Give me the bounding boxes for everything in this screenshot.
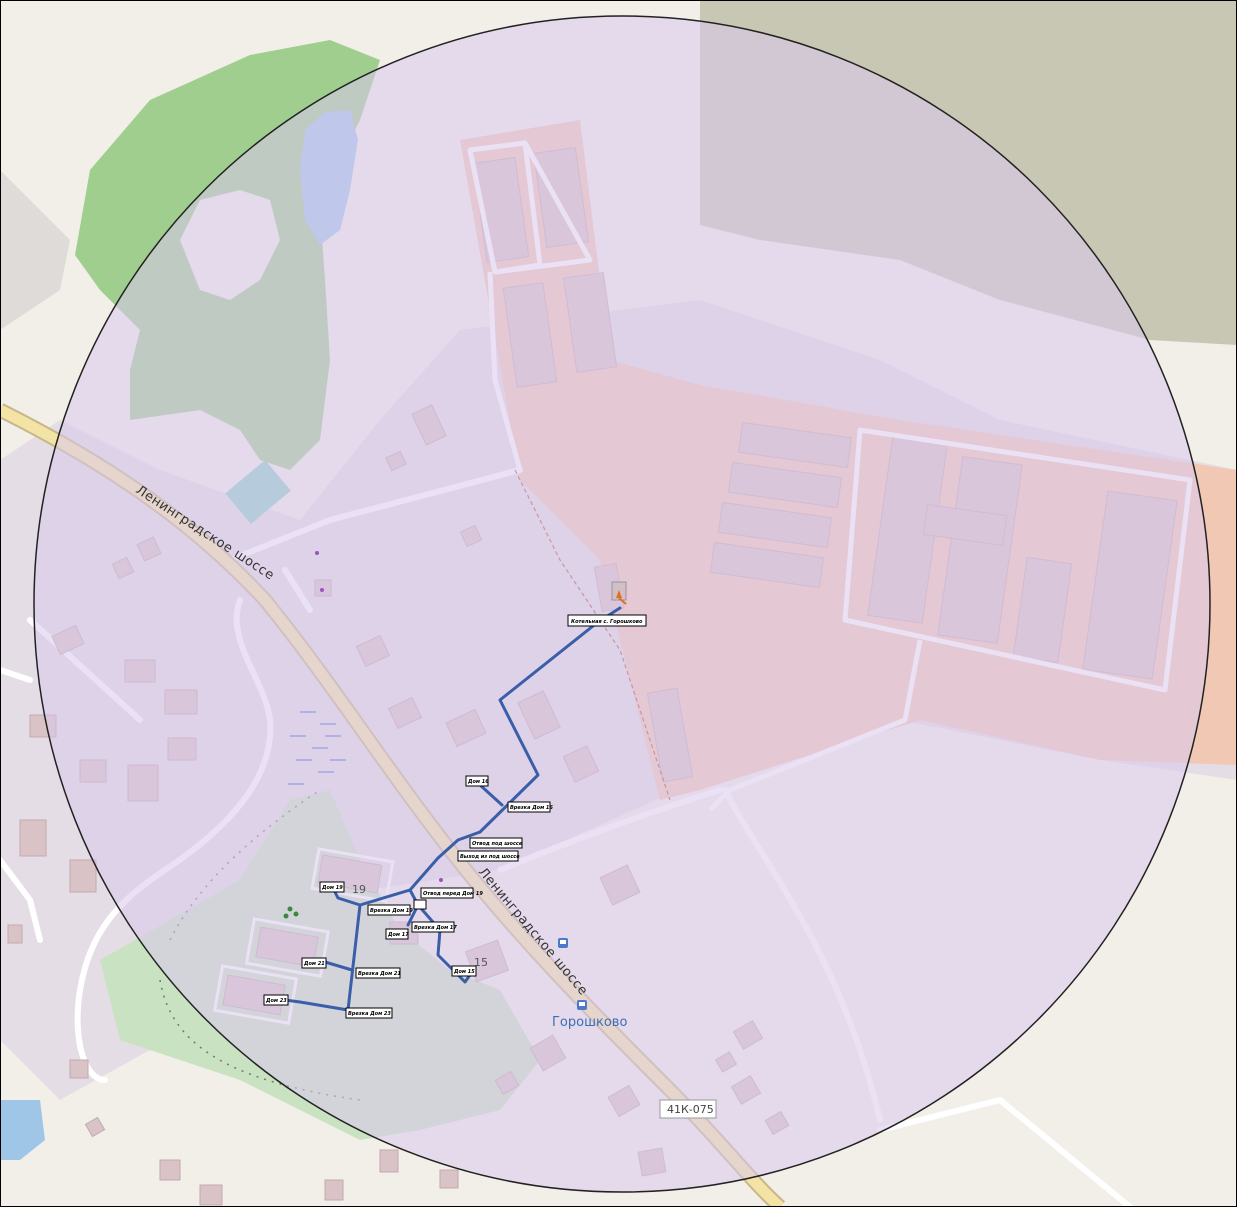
callout-boiler[interactable]: Котельная с. Горошково: [567, 614, 647, 627]
svg-text:41К-075: 41К-075: [667, 1103, 714, 1116]
svg-text:Врезка Дом 17: Врезка Дом 17: [414, 925, 457, 931]
callout-house-19[interactable]: Дом 19: [319, 881, 345, 893]
svg-text:Врезка Дом 16: Врезка Дом 16: [510, 805, 553, 811]
bus-stop-icon[interactable]: [577, 1000, 587, 1010]
svg-text:Дом 16: Дом 16: [467, 779, 489, 785]
poi-marker-icon: [320, 588, 324, 592]
boiler-house-icon[interactable]: [611, 581, 627, 605]
water-bottom-left: [0, 1100, 45, 1160]
poi-marker-icon: [439, 878, 443, 882]
landuse-grey: [0, 170, 70, 330]
callout-tap-house-19[interactable]: Врезка Дом 19: [367, 904, 413, 916]
route-shield-41k075: 41К-075: [659, 1099, 717, 1119]
svg-text:Дом 23: Дом 23: [265, 998, 287, 1004]
radius-circle: [33, 15, 1211, 1193]
callout-tap-house-21[interactable]: Врезка Дом 21: [355, 967, 401, 979]
callout-tap-house-23[interactable]: Врезка Дом 23: [345, 1007, 393, 1019]
playground-icon: [283, 906, 299, 919]
svg-text:Выход из под шоссе: Выход из под шоссе: [460, 854, 520, 860]
callout-house-16[interactable]: Дом 16: [465, 775, 489, 787]
callout-house-15[interactable]: Дом 15: [451, 965, 477, 977]
callout-tap-house-17[interactable]: Врезка Дом 17: [411, 921, 457, 933]
callout-under-highway[interactable]: Отвод под шоссе: [469, 837, 523, 849]
callout-branch-before-19[interactable]: Отвод перед Дом 19: [420, 887, 483, 899]
place-label-goroshkovo: Горошково: [552, 1015, 627, 1030]
svg-text:Отвод под шоссе: Отвод под шоссе: [472, 841, 523, 847]
house-number-15: 15: [474, 956, 488, 969]
poi-marker-icon: [315, 551, 319, 555]
callout-tap-house-16[interactable]: Врезка Дом 16: [507, 801, 553, 813]
svg-text:Котельная с. Горошково: Котельная с. Горошково: [571, 619, 643, 625]
svg-text:Дом 19: Дом 19: [321, 885, 343, 891]
callout-house-23[interactable]: Дом 23: [263, 994, 289, 1006]
callout-house-21[interactable]: Дом 21: [301, 957, 327, 969]
bus-stop-icon[interactable]: [558, 938, 568, 948]
svg-text:Врезка Дом 23: Врезка Дом 23: [348, 1011, 391, 1017]
svg-text:Врезка Дом 19: Врезка Дом 19: [370, 908, 413, 914]
svg-text:Дом 15: Дом 15: [453, 969, 475, 975]
svg-text:Врезка Дом 21: Врезка Дом 21: [358, 971, 401, 977]
svg-text:Отвод перед Дом 19: Отвод перед Дом 19: [423, 891, 483, 897]
svg-text:Дом 21: Дом 21: [303, 961, 325, 967]
svg-text:Дом 17: Дом 17: [387, 932, 409, 938]
callout-small-node[interactable]: [413, 899, 427, 910]
house-number-19: 19: [352, 883, 366, 896]
callout-house-17[interactable]: Дом 17: [385, 928, 409, 940]
callout-exit-under-highway[interactable]: Выход из под шоссе: [457, 850, 520, 862]
